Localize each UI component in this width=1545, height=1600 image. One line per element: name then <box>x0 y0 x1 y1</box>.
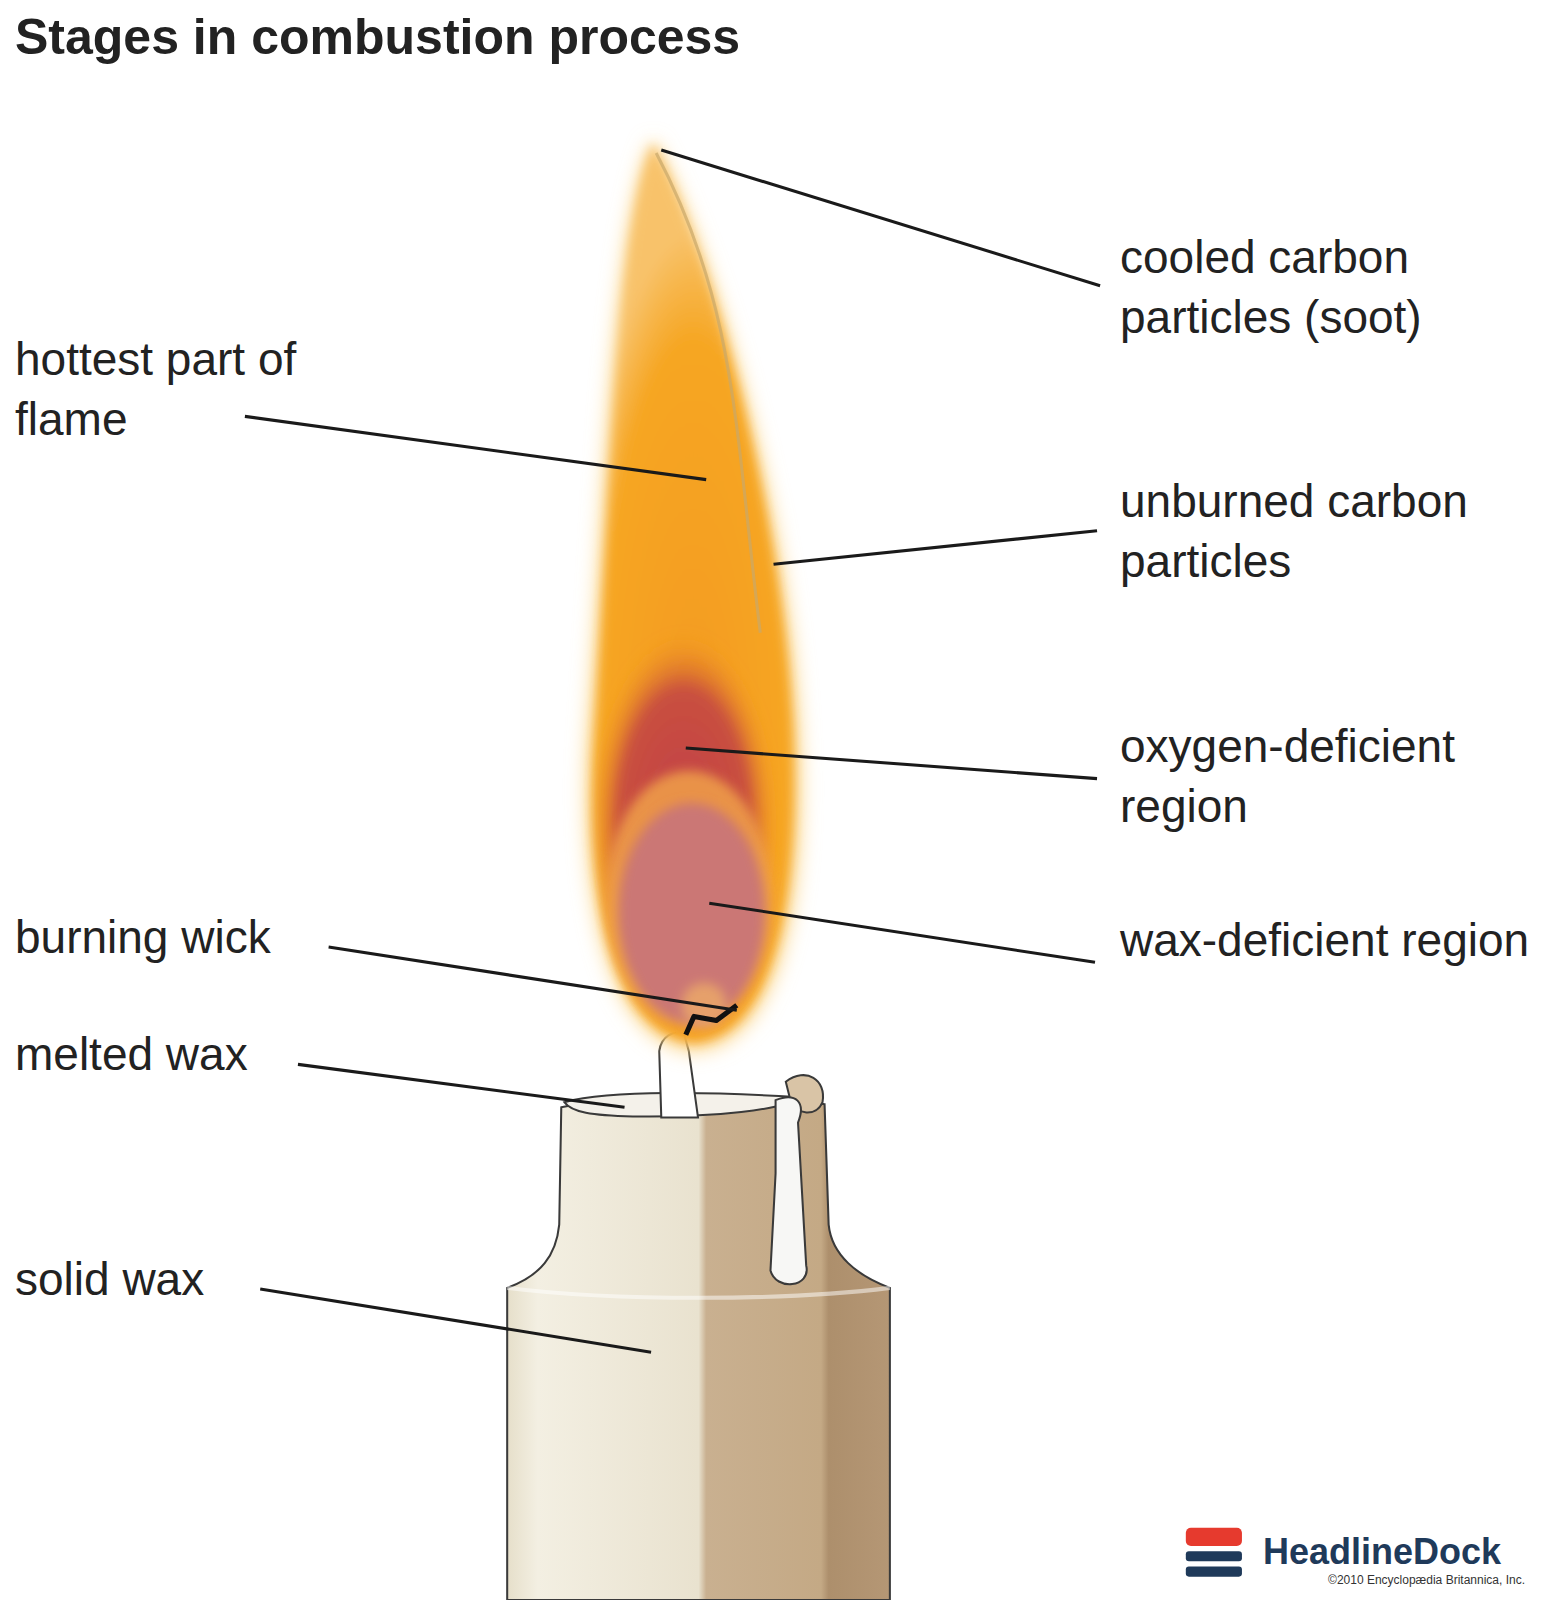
leader-lines <box>245 150 1100 1352</box>
part-label: burning wick <box>15 908 271 968</box>
part-label: unburned carbon particles <box>1120 472 1535 592</box>
diagram-title: Stages in combustion process <box>15 8 740 66</box>
part-label: oxygen-deficient region <box>1120 717 1535 837</box>
part-label: solid wax <box>15 1250 204 1310</box>
part-label: wax-deficient region <box>1120 911 1535 971</box>
logo-mark <box>1186 1528 1242 1577</box>
part-label: cooled carbon particles (soot) <box>1120 228 1540 348</box>
part-label: melted wax <box>15 1025 248 1085</box>
copyright-note: ©2010 Encyclopædia Britannica, Inc. <box>1328 1574 1525 1587</box>
part-label: hottest part of flame <box>15 330 315 450</box>
watermark: HeadlineDock <box>1263 1532 1501 1572</box>
